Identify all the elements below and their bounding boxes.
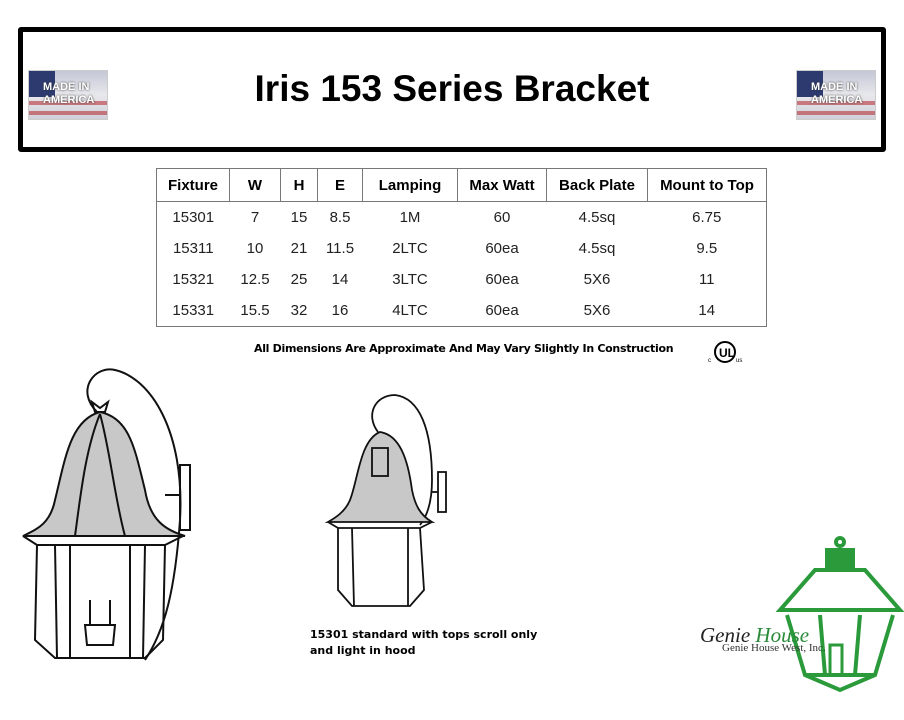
table-cell: 11 xyxy=(698,271,715,288)
caption-line-1: 15301 standard with tops scroll only xyxy=(310,628,538,641)
table-cell: 15311 xyxy=(172,240,214,257)
genie-house-subtitle: Genie House West, Inc. xyxy=(722,642,826,654)
column-header: H xyxy=(280,168,318,202)
table-cell: 11.5 xyxy=(325,240,355,257)
table-cell: 4.5sq xyxy=(578,240,616,257)
table-cell: 7 xyxy=(250,209,260,226)
column-header: Fixture xyxy=(156,168,230,202)
title-banner xyxy=(18,27,886,152)
table-cell: 8.5 xyxy=(329,209,351,226)
dimensions-note: All Dimensions Are Approximate And May V… xyxy=(254,342,674,355)
table-row: 15331 15.5 32 16 4LTC 60ea 5X6 14 xyxy=(157,295,767,327)
table-row: 15301 7 15 8.5 1M 60 4.5sq 6.75 xyxy=(157,202,767,234)
table-cell: 21 xyxy=(290,240,308,257)
table-cell: 3LTC xyxy=(392,271,428,288)
table-cell: 15331 xyxy=(172,302,215,319)
table-row: 15311 10 21 11.5 2LTC 60ea 4.5sq 9.5 xyxy=(157,233,767,264)
table-cell: 32 xyxy=(290,302,308,319)
made-in-america-badge-right: MADE IN AMERICA xyxy=(796,70,876,120)
small-lantern-drawing xyxy=(324,394,447,607)
ul-listed-mark: UL c us xyxy=(708,341,742,364)
made-in-america-badge-left: MADE IN AMERICA xyxy=(28,70,108,120)
svg-text:c: c xyxy=(708,358,711,364)
table-row: 15321 12.5 25 14 3LTC 60ea 5X6 11 xyxy=(157,264,767,295)
table-cell: 1M xyxy=(399,209,421,226)
table-cell: 10 xyxy=(246,240,264,257)
table-cell: 4LTC xyxy=(392,302,428,319)
genie-house-logo-text: Genie House xyxy=(700,623,810,647)
table-cell: 15 xyxy=(290,209,308,226)
page-title: Iris 153 Series Bracket xyxy=(254,68,650,109)
svg-text:UL: UL xyxy=(719,346,735,360)
table-cell: 60ea xyxy=(485,271,519,288)
table-cell: 15321 xyxy=(172,271,215,288)
column-header: E xyxy=(317,168,363,202)
column-header: Max Watt xyxy=(457,168,547,202)
table-cell: 16 xyxy=(331,302,349,319)
svg-text:us: us xyxy=(736,358,742,364)
table-cell: 2LTC xyxy=(392,240,428,257)
caption-line-2: and light in hood xyxy=(310,644,416,657)
table-cell: 14 xyxy=(698,302,716,319)
table-cell: 15.5 xyxy=(240,302,270,319)
table-cell: 15301 xyxy=(172,209,215,226)
column-header: Back Plate xyxy=(546,168,648,202)
column-header: Lamping xyxy=(362,168,458,202)
table-cell: 60 xyxy=(493,209,511,226)
column-header: W xyxy=(229,168,281,202)
table-cell: 5X6 xyxy=(583,302,611,319)
column-header: Mount to Top xyxy=(647,168,767,202)
table-cell: 5X6 xyxy=(583,271,611,288)
figure-caption: 15301 standard with tops scroll only and… xyxy=(310,627,537,659)
large-lantern-drawing xyxy=(22,368,191,661)
table-cell: 60ea xyxy=(485,240,519,257)
table-cell: 4.5sq xyxy=(578,209,616,226)
table-cell: 6.75 xyxy=(692,209,722,226)
table-cell: 60ea xyxy=(485,302,519,319)
table-cell: 14 xyxy=(331,271,349,288)
table-cell: 9.5 xyxy=(696,240,718,257)
table-cell: 25 xyxy=(290,271,308,288)
genie-house-lantern-logo xyxy=(775,536,904,693)
table-cell: 12.5 xyxy=(240,271,270,288)
